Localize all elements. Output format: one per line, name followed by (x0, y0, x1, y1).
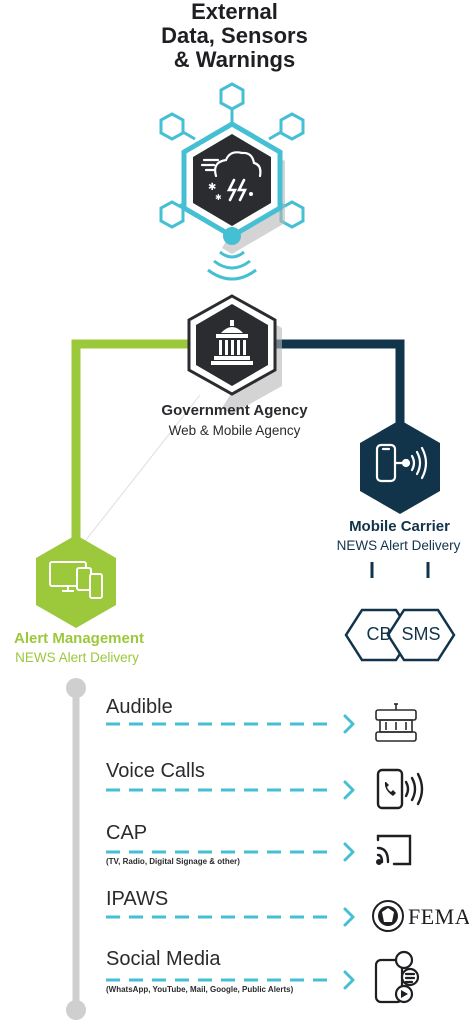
cast-screen-icon (376, 834, 412, 866)
connector-agency-to-alert-management (71, 339, 200, 545)
sms-badge-label: SMS (401, 624, 441, 644)
svg-text:✱: ✱ (208, 182, 216, 193)
title-line-3: & Warnings (173, 47, 296, 72)
channel-arrows (343, 714, 355, 990)
cb-badge-label: CB (366, 624, 392, 644)
channel-label-audible: Audible (106, 696, 173, 718)
connector-agency-to-carrier (270, 339, 405, 428)
channel-label-voice-calls: Voice Calls (106, 760, 205, 782)
satellite-hex-upper-left (159, 112, 185, 141)
social-phone-icon (374, 950, 420, 1004)
weather-storm-icon: ✱ ✱ (200, 151, 262, 202)
phone-call-icon (376, 768, 424, 810)
title-line-1: External (191, 0, 278, 24)
devices-icon (49, 561, 103, 599)
sms-badge-hex (386, 608, 456, 662)
government-building-icon (211, 320, 253, 365)
svg-text:✱: ✱ (215, 193, 222, 202)
satellite-hex-top (219, 82, 245, 111)
agency-subtitle: Web & Mobile Agency (168, 423, 301, 438)
alert-management-subtitle: NEWS Alert Delivery (15, 650, 139, 665)
connector-shadow (81, 394, 201, 546)
spine-top-dot (66, 678, 86, 698)
satellite-hex-upper-right (279, 112, 305, 141)
mobile-broadcast-icon (375, 443, 428, 483)
carrier-subtitle: NEWS Alert Delivery (336, 538, 461, 553)
fema-wordmark: FEMA (408, 904, 469, 929)
fema-seal-icon (372, 900, 404, 932)
carrier-node (360, 420, 440, 514)
channel-sub-social-media: (WhatsApp, YouTube, Mail, Google, Public… (106, 985, 294, 994)
satellite-hex-lower-left (159, 200, 185, 229)
channel-sub-cap: (TV, Radio, Digital Signage & other) (106, 857, 240, 866)
channel-label-cap: CAP (106, 822, 148, 844)
agency-title: Government Agency (161, 402, 308, 419)
title-line-2: Data, Sensors (161, 23, 308, 48)
channel-label-social-media: Social Media (106, 948, 221, 970)
channel-dash-lines (106, 722, 336, 982)
spine-bottom-dot (66, 1000, 86, 1020)
carrier-title: Mobile Carrier (349, 518, 450, 535)
agency-node (187, 294, 282, 414)
siren-speaker-icon (375, 703, 417, 742)
alert-management-title: Alert Management (13, 630, 145, 647)
channel-label-ipaws: IPAWS (106, 888, 169, 910)
